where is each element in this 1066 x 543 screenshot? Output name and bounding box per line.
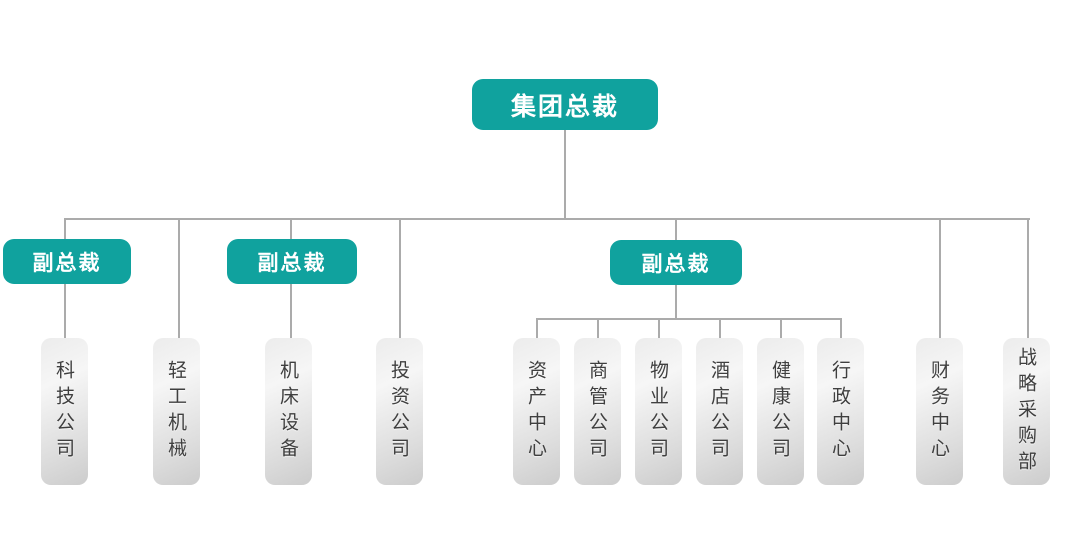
connector-health-drop (780, 319, 782, 338)
node-vice-president-1[interactable]: 副总裁 (3, 239, 131, 284)
dept-node-light-industry-machinery[interactable]: 轻工机械 (153, 338, 200, 485)
connector-commercial-drop (597, 319, 599, 338)
dept-label: 商管公司 (586, 359, 608, 464)
dept-label: 健康公司 (769, 359, 791, 464)
node-vice-president-3[interactable]: 副总裁 (610, 240, 742, 285)
dept-node-admin-center[interactable]: 行政中心 (817, 338, 864, 485)
dept-label: 物业公司 (647, 359, 669, 464)
dept-node-investment-company[interactable]: 投资公司 (376, 338, 423, 485)
dept-label: 科技公司 (53, 359, 75, 464)
dept-label: 资产中心 (525, 359, 547, 464)
dept-node-strategic-procurement-dept[interactable]: 战略采购部 (1003, 338, 1050, 485)
dept-label: 轻工机械 (165, 359, 187, 464)
vice-president-3-label: 副总裁 (641, 251, 711, 276)
connector-president-drop (564, 130, 566, 219)
connector-main-rail (64, 218, 1030, 220)
connector-light-industry-drop (178, 219, 180, 338)
dept-node-asset-center[interactable]: 资产中心 (513, 338, 560, 485)
connector-asset-drop (536, 319, 538, 338)
dept-node-finance-center[interactable]: 财务中心 (916, 338, 963, 485)
connector-hotel-drop (719, 319, 721, 338)
connector-investment-drop (399, 219, 401, 338)
dept-node-health-company[interactable]: 健康公司 (757, 338, 804, 485)
dept-label: 机床设备 (277, 359, 299, 464)
dept-label: 行政中心 (829, 359, 851, 464)
dept-node-property-company[interactable]: 物业公司 (635, 338, 682, 485)
dept-node-machine-tool-equipment[interactable]: 机床设备 (265, 338, 312, 485)
dept-label: 酒店公司 (708, 359, 730, 464)
node-group-president[interactable]: 集团总裁 (472, 79, 658, 130)
dept-node-tech-company[interactable]: 科技公司 (41, 338, 88, 485)
connector-vp3-bottom (675, 285, 677, 319)
dept-label: 战略采购部 (1015, 346, 1037, 477)
connector-vp3-rail (536, 318, 842, 320)
group-president-label: 集团总裁 (510, 91, 619, 121)
dept-node-hotel-company[interactable]: 酒店公司 (696, 338, 743, 485)
connector-vp1-top (64, 219, 66, 239)
dept-node-commercial-mgmt-company[interactable]: 商管公司 (574, 338, 621, 485)
connector-vp1-bottom (64, 284, 66, 338)
connector-property-drop (658, 319, 660, 338)
vice-president-2-label: 副总裁 (257, 250, 327, 275)
connector-finance-drop (939, 219, 941, 338)
dept-label: 财务中心 (928, 359, 950, 464)
dept-label: 投资公司 (388, 359, 410, 464)
connector-procurement-drop (1027, 219, 1029, 338)
node-vice-president-2[interactable]: 副总裁 (227, 239, 357, 284)
connector-vp2-top (290, 219, 292, 239)
vice-president-1-label: 副总裁 (32, 250, 102, 275)
connector-admin-drop (840, 319, 842, 338)
connector-vp2-bottom (290, 284, 292, 338)
connector-vp3-top (675, 219, 677, 240)
